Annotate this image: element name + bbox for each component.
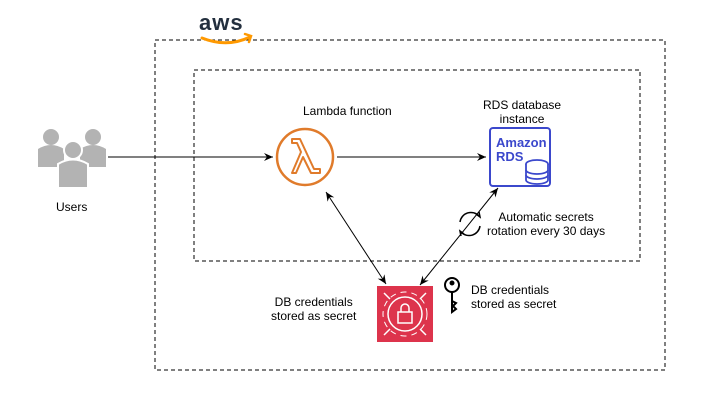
rds-secrets-arrow: [419, 187, 499, 286]
users-label: Users: [56, 200, 88, 214]
rotation-icon: [458, 211, 482, 237]
rds-label: RDS database instance: [483, 98, 561, 126]
key-note-label-line1: DB credentials: [471, 283, 550, 297]
secrets-manager-icon: [377, 286, 433, 342]
secrets-label-line1: DB credentials: [274, 295, 353, 309]
aws-cloud-boundary: [154, 39, 666, 371]
secrets-label: DB credentials stored as secret: [271, 295, 356, 323]
lambda-label: Lambda function: [303, 104, 392, 118]
rds-label-line2: instance: [499, 112, 545, 126]
rds-label-line1: RDS database: [483, 98, 562, 112]
aws-smile-icon: [200, 32, 253, 45]
rds-icon-text: Amazon RDS: [490, 136, 550, 164]
key-note-label-line2: stored as secret: [471, 297, 557, 311]
rotation-label-line2: rotation every 30 days: [487, 224, 606, 238]
aws-logo-text: aws: [199, 10, 244, 35]
lambda-secrets-arrow: [325, 191, 387, 285]
rotation-label: Automatic secrets rotation every 30 days: [487, 210, 605, 238]
secrets-label-line2: stored as secret: [271, 309, 357, 323]
vpc-boundary: [193, 69, 641, 262]
key-icon: [444, 277, 460, 314]
rds-icon: [489, 127, 551, 187]
key-note-label: DB credentials stored as secret: [471, 283, 556, 311]
rotation-label-line1: Automatic secrets: [498, 210, 594, 224]
rds-icon-text-line2: RDS: [496, 149, 524, 164]
lambda-icon: [275, 127, 335, 187]
rds-icon-text-line1: Amazon: [496, 135, 547, 150]
aws-logo: aws: [197, 10, 257, 48]
users-icon: [38, 129, 106, 189]
